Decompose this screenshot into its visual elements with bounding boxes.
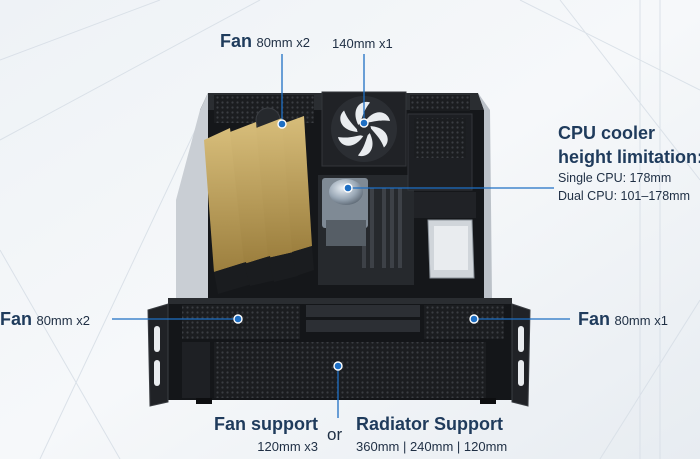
- fan-front-left-title: Fan: [0, 309, 33, 329]
- callout-fan-top-left: Fan 80mm x2: [220, 31, 310, 52]
- cpu-cooler-title-line2: height limitation:: [558, 147, 700, 167]
- fan-front-right-detail: 80mm x1: [614, 313, 668, 328]
- fan-top-left-title: Fan: [220, 31, 253, 51]
- leader-lines: [112, 54, 570, 418]
- leader-markers: [233, 118, 479, 371]
- cpu-cooler-single: Single CPU: 178mm: [558, 171, 672, 185]
- marker-fan-support: [333, 361, 343, 371]
- marker-fan-front-left: [233, 314, 243, 324]
- rack-ear-right: [511, 303, 531, 407]
- fan-top-left-detail: 80mm x2: [256, 35, 310, 50]
- gpu-cards: [204, 116, 314, 294]
- rack-ear-left: [147, 303, 169, 407]
- callout-fan-top-center: 140mm x1: [332, 35, 393, 53]
- fan-front-left-detail: 80mm x2: [36, 313, 90, 328]
- callout-fan-support: Fan support 120mm x3: [202, 414, 318, 454]
- server-chassis: [147, 91, 531, 407]
- marker-fan-top-left: [277, 119, 287, 129]
- marker-cpu: [343, 183, 353, 193]
- cpu-cooler-dual: Dual CPU: 101–178mm: [558, 189, 691, 203]
- marker-fan-front-right: [469, 314, 479, 324]
- fan-front-right-title: Fan: [578, 309, 611, 329]
- callout-fan-front-right: Fan 80mm x1: [578, 309, 668, 330]
- callout-fan-front-left: Fan 80mm x2: [0, 309, 90, 330]
- cpu-cooler-title-line1: CPU cooler: [558, 123, 656, 143]
- marker-fan-top-center: [359, 118, 369, 128]
- radiator-support-title: Radiator Support: [356, 414, 503, 434]
- connector-or: or: [327, 425, 343, 444]
- fan-support-detail: 120mm x3: [257, 439, 318, 454]
- callout-radiator-support: Radiator Support 360mm | 240mm | 120mm: [356, 414, 507, 454]
- radiator-support-detail: 360mm | 240mm | 120mm: [356, 439, 508, 454]
- fan-support-title: Fan support: [214, 414, 318, 434]
- fan-top-center-detail: 140mm x1: [332, 36, 393, 51]
- callout-cpu-cooler: CPU cooler height limitation: Single CPU…: [558, 121, 700, 205]
